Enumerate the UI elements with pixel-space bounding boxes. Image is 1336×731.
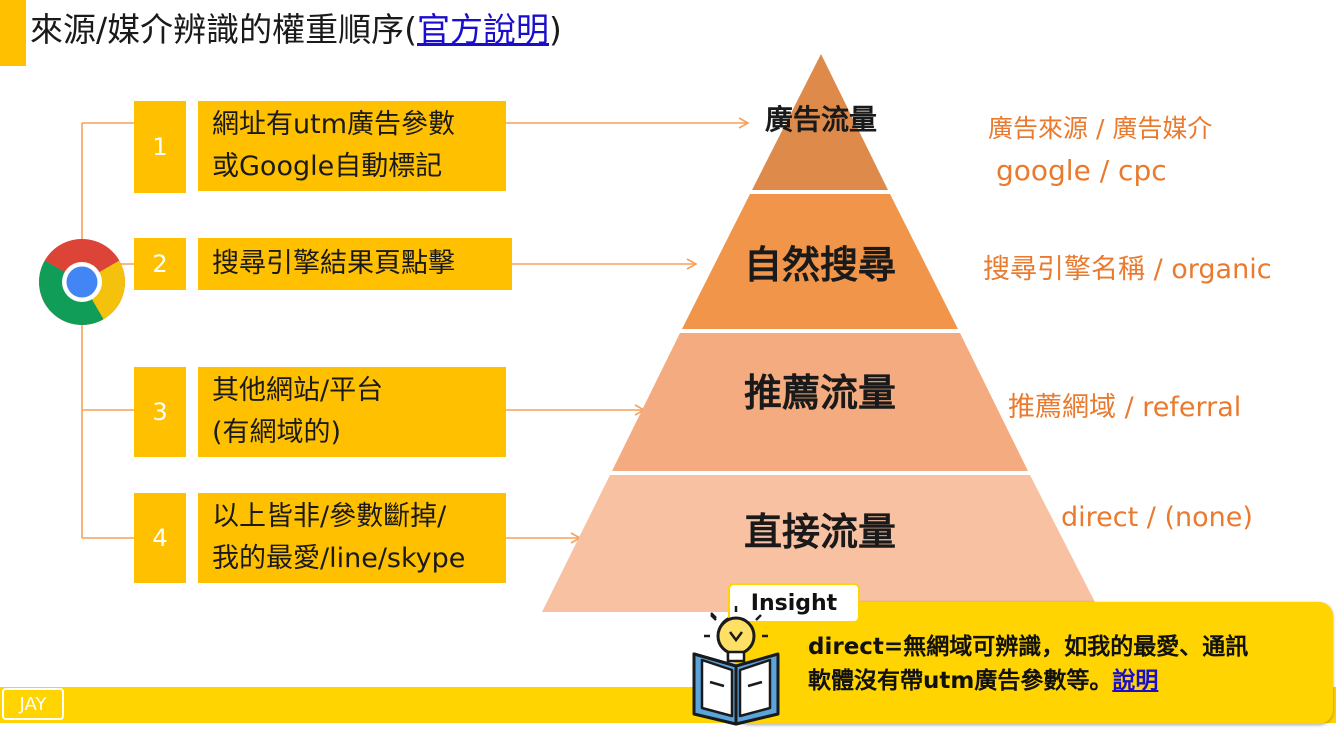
source-medium-ads-example: google / cpc [996,154,1167,187]
step-label-3: 其他網站/平台 (有網域的) [198,367,506,457]
step-1-line1: 網址有utm廣告參數 [212,109,455,140]
chrome-icon [39,239,125,325]
insight-line-1: direct=無網域可辨識，如我的最愛、通訊 [808,634,1249,660]
source-medium-direct: direct / (none) [1061,502,1253,533]
tier-label-referral: 推薦流量 [743,371,896,415]
tier-label-ads: 廣告流量 [764,103,877,136]
arrows [506,117,750,544]
official-docs-link[interactable]: 官方說明 [417,10,549,49]
book-bulb-icon-overlay [692,606,780,726]
insight-line-2: 軟體沒有帶utm廣告參數等。說明 [808,668,1159,694]
insight-tab: Insight [728,583,860,623]
step-number-4: 4 [134,493,186,583]
step-number-2: 2 [134,238,186,290]
source-medium-organic: 搜尋引擎名稱 / organic [983,254,1272,285]
step-3-line1: 其他網站/平台 [212,375,384,406]
connector-lines [81,122,134,539]
pyramid-tier-referral [612,333,1028,471]
step-4-line1: 以上皆非/參數斷掉/ [212,501,447,532]
tier-label-organic: 自然搜尋 [743,243,896,287]
source-medium-referral: 推薦網域 / referral [1008,392,1242,423]
insight-text: direct=無網域可辨識，如我的最愛、通訊 軟體沒有帶utm廣告參數等。說明 [808,630,1328,698]
step-label-2: 搜尋引擎結果頁點擊 [198,238,512,290]
step-2-line1: 搜尋引擎結果頁點擊 [212,248,455,279]
insight-explain-link[interactable]: 說明 [1112,668,1159,694]
step-number-3: 3 [134,367,186,457]
pyramid-tier-direct [542,475,1100,612]
author-badge: JAY [2,688,64,720]
step-number-1: 1 [134,101,186,193]
pyramid-tier-ads [752,54,888,190]
pyramid-tier-organic [682,194,958,329]
source-medium-ads: 廣告來源 / 廣告媒介 [988,114,1213,143]
page-title: 來源/媒介辨識的權重順序(官方說明) [30,10,562,49]
step-1-line2: 或Google自動標記 [212,151,443,182]
step-3-line2: (有網域的) [212,417,342,448]
title-accent-bar [0,0,26,66]
step-label-1: 網址有utm廣告參數 或Google自動標記 [198,101,506,191]
tier-label-direct: 直接流量 [743,510,896,554]
step-4-line2: 我的最愛/line/skype [212,543,466,574]
step-label-4: 以上皆非/參數斷掉/ 我的最愛/line/skype [198,493,506,583]
